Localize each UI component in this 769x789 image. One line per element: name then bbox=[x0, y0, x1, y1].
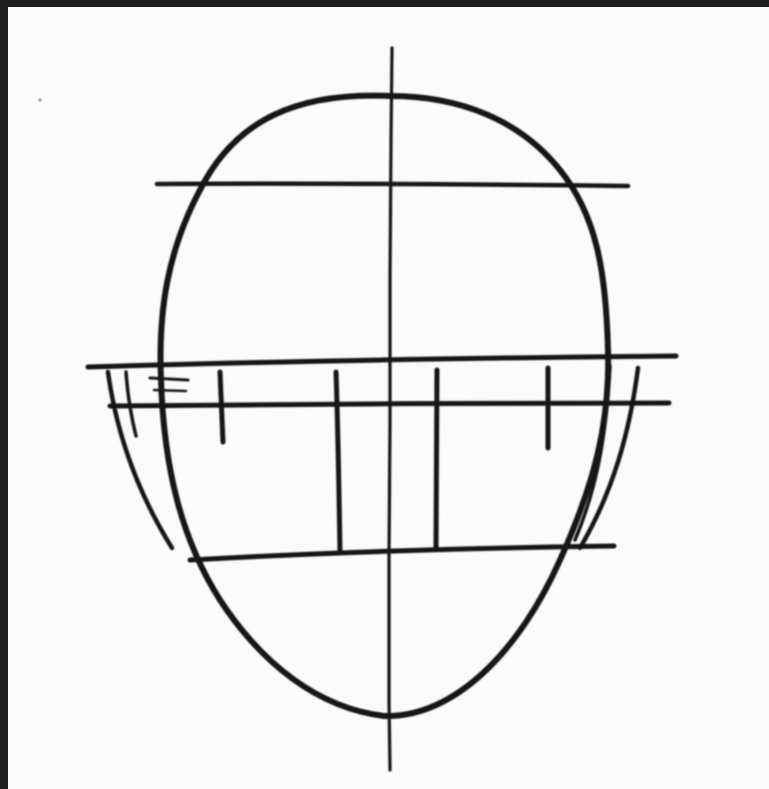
upper-guide-line bbox=[157, 184, 628, 186]
brim-hatch-left-2 bbox=[154, 390, 186, 391]
band-bottom-line bbox=[190, 546, 614, 560]
band-top-line bbox=[88, 356, 676, 367]
band-divider-right bbox=[436, 370, 437, 548]
paper-speck bbox=[38, 98, 41, 101]
band-divider-left bbox=[336, 372, 340, 552]
brim-hatch-left bbox=[150, 378, 188, 380]
head-proportion-sketch bbox=[8, 7, 769, 789]
sketch-canvas bbox=[8, 7, 769, 789]
band-tick-1 bbox=[220, 372, 223, 442]
band-second-line bbox=[110, 403, 669, 406]
vertical-center-line bbox=[389, 48, 392, 770]
